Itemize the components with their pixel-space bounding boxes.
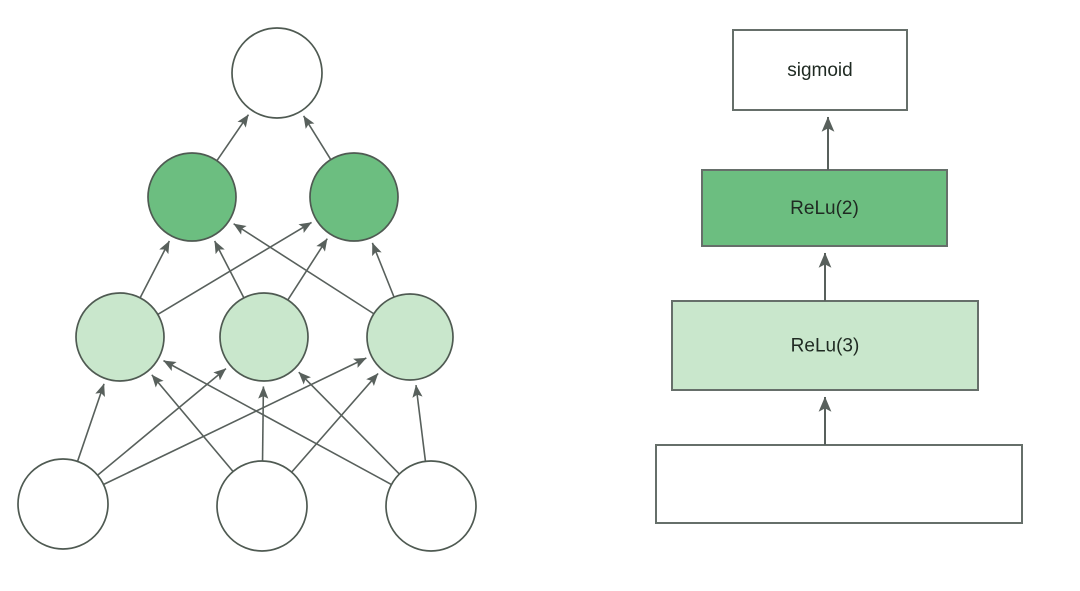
connection-edge: [412, 384, 427, 461]
layer-block-relu2[interactable]: [701, 169, 948, 247]
neuron-node-out-1[interactable]: [231, 27, 323, 119]
connection-edge: [139, 240, 171, 298]
neuron-node-in-1[interactable]: [17, 458, 109, 550]
connection-edge: [291, 372, 379, 473]
connection-edge: [103, 357, 367, 485]
connection-edge: [287, 238, 328, 301]
connection-edge: [97, 368, 227, 476]
layer-block-input[interactable]: [655, 444, 1023, 524]
node-group: [17, 27, 477, 552]
layer-block-label: ReLu(2): [790, 198, 859, 219]
neuron-node-h1-2[interactable]: [219, 292, 309, 382]
neuron-node-h2-1[interactable]: [147, 152, 237, 242]
layer-block-label: sigmoid: [787, 60, 852, 81]
edge-group: [76, 114, 427, 485]
neuron-node-h1-3[interactable]: [366, 293, 454, 381]
connection-edge: [163, 359, 392, 485]
neuron-node-h2-2[interactable]: [309, 152, 399, 242]
layer-block-relu3[interactable]: [671, 300, 979, 391]
neuron-node-in-2[interactable]: [216, 460, 308, 552]
connection-edge: [216, 114, 250, 161]
neuron-node-h1-1[interactable]: [75, 292, 165, 382]
connection-edge: [258, 386, 269, 461]
connection-edge: [302, 115, 332, 160]
connection-edge: [76, 383, 105, 462]
connection-edge: [213, 240, 245, 298]
connection-edge: [298, 371, 400, 475]
connection-edge: [151, 374, 234, 472]
flow-arrow-group: [818, 116, 835, 445]
neuron-node-in-3[interactable]: [385, 460, 477, 552]
connection-edge: [157, 221, 312, 315]
layer-block-label: ReLu(3): [791, 336, 860, 357]
layer-block-sigmoid[interactable]: [732, 29, 908, 111]
connection-edge: [233, 223, 374, 315]
connection-edge: [371, 242, 395, 297]
